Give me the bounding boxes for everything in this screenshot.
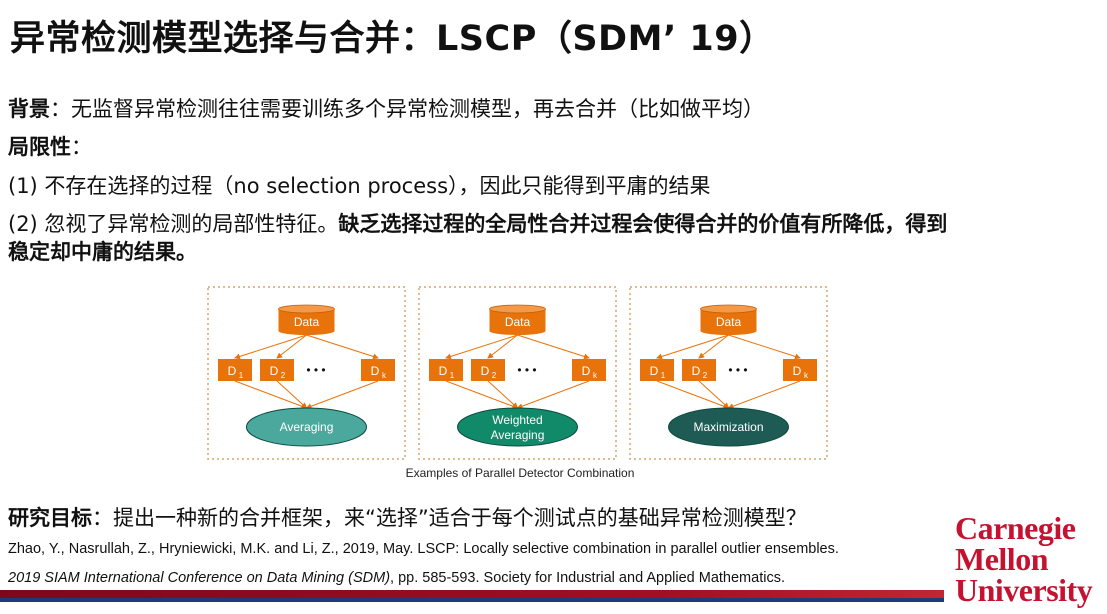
panel-border <box>629 286 828 460</box>
result-ellipse <box>457 407 578 447</box>
detector-label: D <box>439 364 448 378</box>
data-cylinder: Data <box>700 304 757 335</box>
detector-box <box>260 359 294 381</box>
detector-box <box>572 359 606 381</box>
detector-subscript: 1 <box>239 371 244 380</box>
figure-caption: Examples of Parallel Detector Combinatio… <box>406 466 635 480</box>
arrow-to-detector <box>276 334 307 359</box>
arrow-to-detector <box>656 334 729 360</box>
arrow-to-result <box>727 380 801 410</box>
reference-venue: 2019 SIAM International Conference on Da… <box>8 570 391 586</box>
detector-subscript: 2 <box>281 371 286 380</box>
detector-label: D <box>650 364 659 378</box>
arrow-to-detector <box>728 334 801 360</box>
detector-label: D <box>371 364 380 378</box>
limitation-item-2-normal: (2) 忽视了异常检测的局部性特征。 <box>8 212 339 236</box>
detector-label: D <box>228 364 237 378</box>
detector-subscript: 2 <box>492 371 497 380</box>
detector-subscript: k <box>382 371 387 380</box>
result-ellipse <box>668 407 789 447</box>
arrow-to-result <box>656 380 730 410</box>
data-label: Data <box>294 315 320 329</box>
detector-label: D <box>692 364 701 378</box>
arrow-to-result <box>276 380 308 409</box>
result-label: Weighted <box>492 413 542 427</box>
reference-line-1: Zhao, Y., Nasrullah, Z., Hryniewicki, M.… <box>8 541 839 557</box>
arrow-to-result <box>445 380 519 410</box>
panel-border <box>207 286 406 460</box>
detector-subscript: 1 <box>661 371 666 380</box>
arrow-to-result <box>516 380 590 410</box>
limitation-item-1: (1) 不存在选择的过程（no selection process），因此只能得… <box>8 174 711 198</box>
limitation-item-2-continued: 稳定却中庸的结果。 <box>8 240 197 264</box>
result-label-line-2: Averaging <box>491 428 545 442</box>
detector-subscript: 2 <box>703 371 708 380</box>
background-line: 背景：无监督异常检测往往需要训练多个异常检测模型，再去合并（比如做平均） <box>8 93 764 123</box>
data-label: Data <box>505 315 531 329</box>
limitations-label: 局限性 <box>8 135 71 159</box>
ellipsis-dots: • • • <box>517 363 536 377</box>
limitations-heading: 局限性： <box>8 131 92 161</box>
research-goal: 研究目标：提出一种新的合并框架，来“选择”适合于每个测试点的基础异常检测模型？ <box>8 502 807 532</box>
cmu-logo-line-1: Carnegie <box>955 510 1076 546</box>
background-text: ：无监督异常检测往往需要训练多个异常检测模型，再去合并（比如做平均） <box>50 97 764 121</box>
ellipsis-dots: • • • <box>306 363 325 377</box>
detector-box <box>429 359 463 381</box>
arrow-to-detector <box>517 334 590 360</box>
arrow-to-detector <box>234 334 307 360</box>
cmu-logo-line-2: Mellon <box>955 541 1048 577</box>
data-cylinder: Data <box>489 304 546 335</box>
detector-subscript: k <box>804 371 809 380</box>
footer-bar <box>0 590 944 598</box>
data-label: Data <box>716 315 742 329</box>
result-label: Maximization <box>693 420 763 434</box>
arrow-to-result <box>487 380 519 409</box>
result-label: Averaging <box>280 420 334 434</box>
detector-box <box>682 359 716 381</box>
limitations-colon: ： <box>71 135 92 159</box>
footer-bar-accent <box>0 598 944 602</box>
arrow-to-result <box>305 380 379 410</box>
detector-box <box>471 359 505 381</box>
arrow-to-result <box>698 380 730 409</box>
limitation-item-2: (2) 忽视了异常检测的局部性特征。缺乏选择过程的全局性合并过程会使得合并的价值… <box>8 208 947 238</box>
detector-box <box>783 359 817 381</box>
detector-box <box>361 359 395 381</box>
cmu-logo-line-3: University <box>955 572 1093 608</box>
arrow-to-detector <box>445 334 518 360</box>
limitation-item-2-bold: 缺乏选择过程的全局性合并过程会使得合并的价值有所降低，得到 <box>338 212 948 236</box>
detector-subscript: 1 <box>450 371 455 380</box>
detector-box <box>640 359 674 381</box>
arrow-to-detector <box>698 334 729 359</box>
ellipsis-dots: • • • <box>728 363 747 377</box>
background-label: 背景 <box>8 97 50 121</box>
detector-label: D <box>270 364 279 378</box>
slide-title: 异常检测模型选择与合并：LSCP（SDM’ 19） <box>10 19 775 59</box>
reference-line-2: 2019 SIAM International Conference on Da… <box>8 570 785 586</box>
detector-label: D <box>481 364 490 378</box>
arrow-to-result <box>234 380 308 410</box>
panel-border <box>418 286 617 460</box>
data-cylinder: Data <box>278 304 335 335</box>
reference-pages: , pp. 585-593. Society for Industrial an… <box>390 570 785 586</box>
goal-text: ：提出一种新的合并框架，来“选择”适合于每个测试点的基础异常检测模型？ <box>92 506 807 530</box>
detector-box <box>218 359 252 381</box>
detector-label: D <box>793 364 802 378</box>
detector-subscript: k <box>593 371 598 380</box>
goal-label: 研究目标 <box>8 506 92 530</box>
result-ellipse <box>246 407 367 447</box>
arrow-to-detector <box>306 334 379 360</box>
arrow-to-detector <box>487 334 518 359</box>
detector-label: D <box>582 364 591 378</box>
